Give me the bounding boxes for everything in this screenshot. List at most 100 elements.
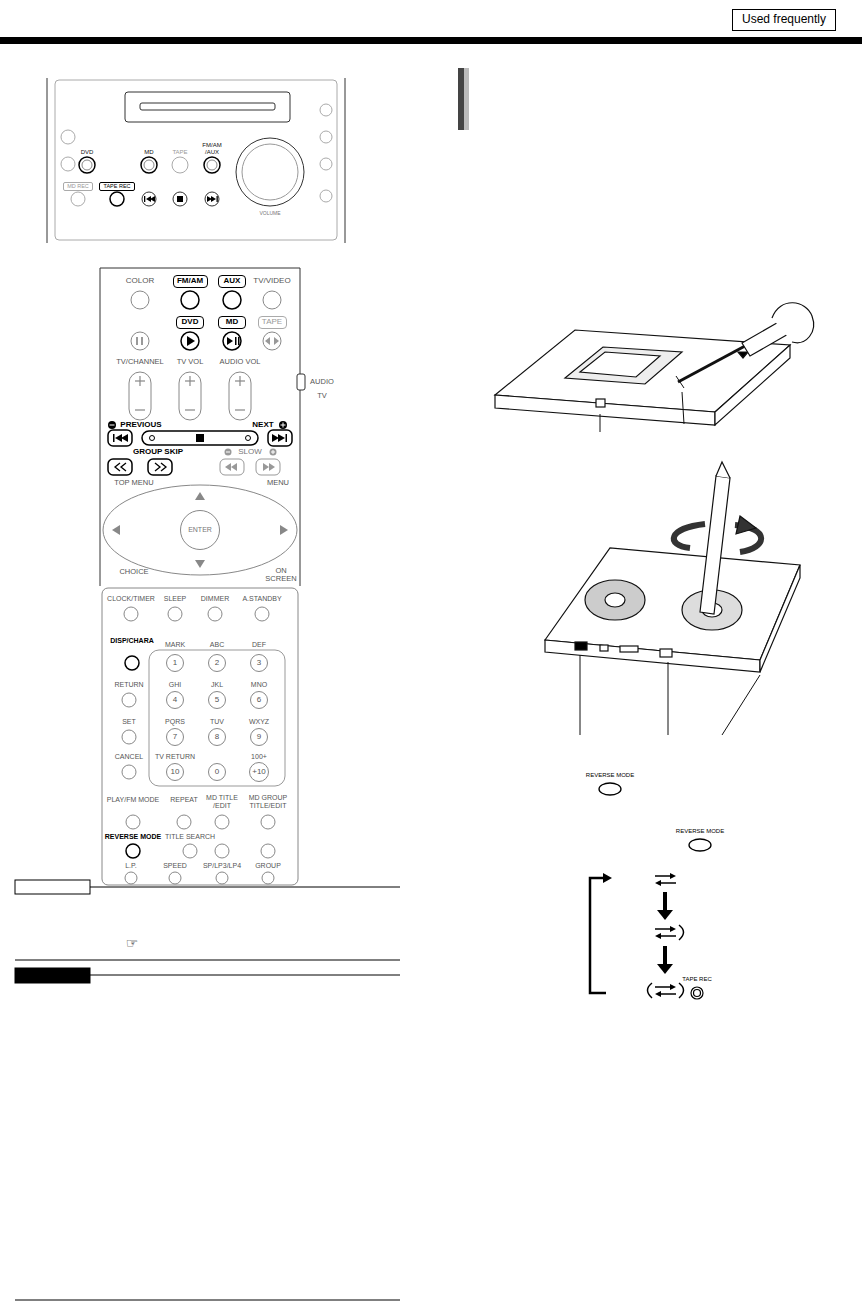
remote-control [263, 291, 281, 309]
remote-control [100, 268, 305, 885]
front-panel [47, 78, 345, 243]
remote-control [139, 376, 140, 386]
front-panel [79, 157, 95, 173]
button-label: GHI [169, 681, 181, 689]
button-label: PQRS [165, 718, 185, 726]
remote-control [216, 872, 228, 884]
tape-rec-button [694, 990, 701, 997]
button-label: REVERSE MODE [105, 833, 161, 841]
remote-control [129, 372, 151, 420]
button-label: SET [122, 718, 136, 726]
front-panel [320, 104, 332, 116]
tape-rec-button [691, 987, 703, 999]
cassette-reel-figure [760, 565, 800, 672]
remote-control [261, 815, 275, 829]
button-label: TV VOL [177, 358, 204, 366]
remote-control [238, 337, 240, 345]
reverse-mode-cycle [663, 946, 667, 966]
remote-control [177, 815, 191, 829]
button-label: ABC [210, 641, 224, 649]
button-label: DIMMER [201, 595, 229, 603]
cassette-reel-figure [660, 649, 672, 657]
remote-control [181, 332, 199, 350]
remote-control [263, 332, 281, 350]
remote-control [273, 450, 274, 454]
reverse-mode-cycle [670, 984, 676, 990]
button-label: CANCEL [115, 753, 143, 761]
note-rules [15, 960, 400, 961]
button-text: 5 [215, 696, 219, 705]
remote-control [183, 844, 197, 858]
remote-control [131, 291, 149, 309]
front-panel [320, 158, 332, 170]
remote-control [286, 434, 288, 442]
remote-control [168, 607, 182, 621]
remote-control [274, 337, 279, 345]
key-button: 7 [166, 728, 184, 746]
button-label: ON SCREEN [263, 567, 299, 584]
reverse-mode-cycle [648, 873, 684, 998]
button-text: 10 [171, 768, 180, 777]
button-label: AUDIO VOL [220, 358, 261, 366]
remote-control [135, 409, 145, 410]
cassette-reel-figure [545, 548, 800, 660]
button-label: MNO [251, 681, 267, 689]
remote-control [235, 409, 245, 410]
remote-control [187, 336, 195, 346]
button-text: 4 [173, 696, 177, 705]
button-box: DVD [176, 316, 204, 329]
remote-control [269, 463, 275, 471]
button-text: +10 [252, 768, 266, 777]
reverse-mode-cycle [670, 926, 676, 932]
section-tag: Used frequently [732, 9, 836, 31]
remote-control [115, 463, 126, 471]
remote-control [195, 560, 205, 568]
key-button: 1 [166, 654, 184, 672]
remote-control [149, 650, 285, 786]
front-panel [320, 190, 332, 202]
button-text: 6 [257, 696, 261, 705]
button-text: TAPE [262, 318, 282, 327]
button-text: AUX [224, 277, 241, 286]
remote-control [227, 337, 233, 345]
cassette-reel-figure [620, 646, 638, 652]
front-panel [236, 138, 304, 206]
front-panel [125, 92, 290, 122]
reverse-mode-button [599, 783, 711, 851]
button-text: FM/AM [177, 277, 203, 286]
remote-control [125, 656, 139, 670]
button-label: SLOW [238, 448, 262, 457]
cassette-tab-figure [596, 399, 605, 407]
remote-control [126, 815, 140, 829]
button-label: TV/CHANNEL [116, 358, 164, 366]
header-rule [0, 37, 862, 44]
button-text: 1 [173, 659, 177, 668]
front-panel [204, 157, 220, 173]
button-label: PREVIOUS [120, 421, 161, 430]
button-label: RETURN [114, 681, 143, 689]
cassette-tab-figure [495, 303, 814, 432]
button-label: TITLE SEARCH [165, 833, 215, 841]
button-text: MD [226, 318, 238, 327]
button-label: TV/VIDEO [253, 277, 290, 286]
key-button: +10 [249, 762, 269, 782]
button-label: PLAY/FM MODE [107, 796, 159, 804]
remote-control [255, 607, 269, 621]
remote-control [125, 872, 137, 884]
front-panel [173, 192, 187, 206]
button-box: FM/AM [173, 275, 208, 288]
remote-control [208, 607, 222, 621]
button-label: TAPE [172, 149, 187, 156]
heading-bar [458, 68, 469, 130]
button-label: SP/LP3/LP4 [203, 862, 241, 870]
remote-control [225, 463, 275, 471]
cassette-reel-figure [605, 593, 625, 607]
remote-control [265, 337, 270, 345]
remote-control [225, 463, 231, 471]
cassette-tab-figure [600, 414, 601, 432]
button-label: DEF [252, 641, 266, 649]
remote-control [131, 332, 149, 350]
cassette-reel-figure [716, 462, 730, 478]
button-text: DVD [182, 318, 199, 327]
